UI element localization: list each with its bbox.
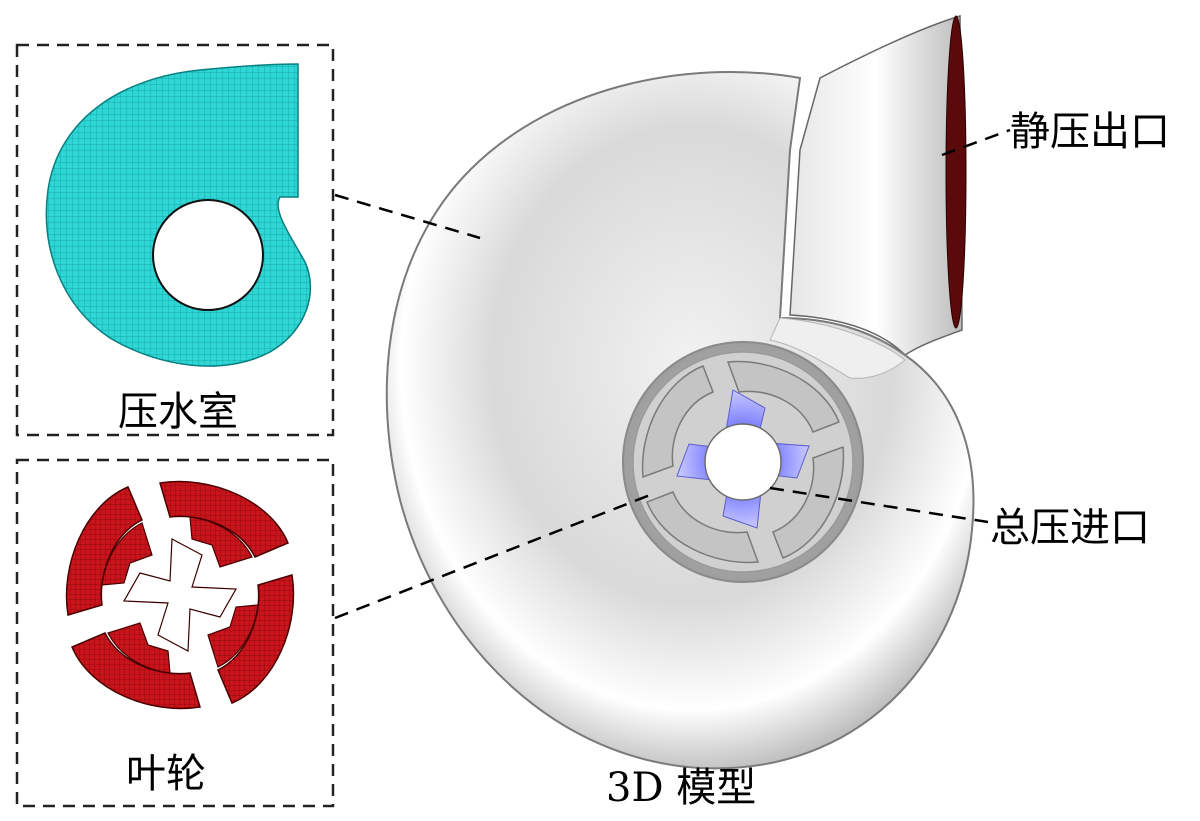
inlet-caption: 总压进口 [990, 505, 1150, 551]
outlet-caption: 静压出口 [1010, 109, 1170, 155]
leader-volute [334, 193, 481, 240]
volute-caption: 压水室 [118, 389, 238, 435]
impeller-mesh [65, 480, 295, 710]
outlet-face [945, 15, 967, 329]
volute-mesh [45, 63, 312, 367]
leader-inlet [769, 486, 989, 524]
leader-outlet [941, 128, 1011, 157]
pump-3d-model [385, 14, 975, 770]
impeller-caption: 叶轮 [126, 751, 206, 797]
volute-panel-frame [15, 43, 335, 437]
leader-impeller [334, 493, 651, 620]
impeller-panel-frame [15, 458, 335, 808]
model-caption: 3D 模型 [606, 765, 757, 811]
